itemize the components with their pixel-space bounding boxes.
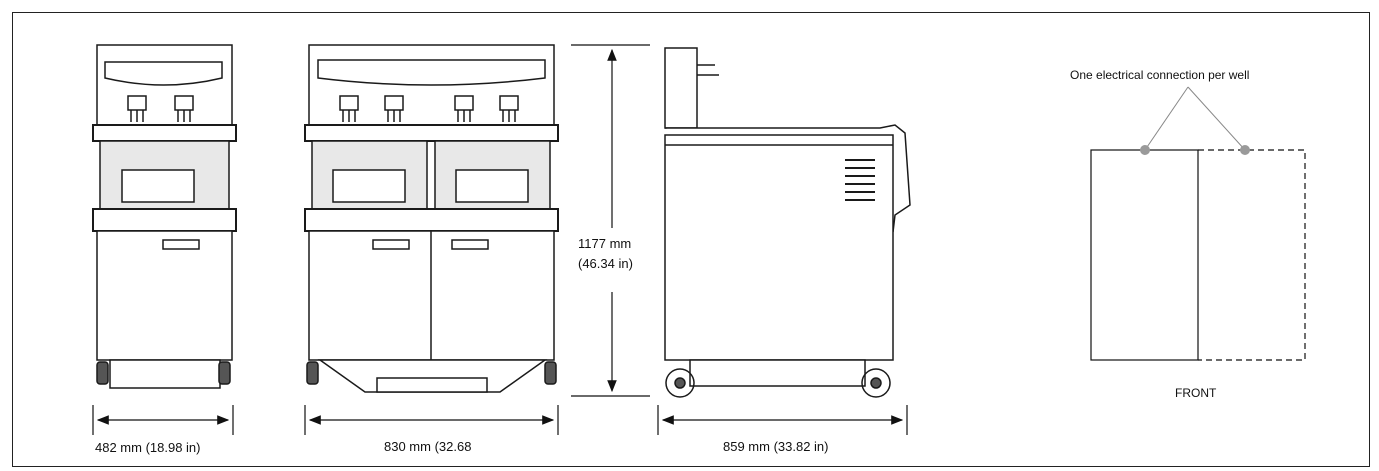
leader-line-left bbox=[1144, 86, 1189, 151]
figure-frame bbox=[12, 12, 1370, 467]
well-outline-solid bbox=[1090, 149, 1199, 361]
double-well-fryer bbox=[304, 44, 559, 393]
height-dimension bbox=[571, 44, 650, 397]
electrical-schematic bbox=[1090, 86, 1306, 361]
side-view-fryer bbox=[664, 47, 911, 398]
well-outline-dashed bbox=[1198, 149, 1306, 361]
front-label: FRONT bbox=[1175, 386, 1217, 400]
height-mm-label: 1177 mm bbox=[578, 236, 632, 251]
leader-line-right bbox=[1187, 86, 1246, 151]
connection-point-right bbox=[1240, 145, 1250, 155]
electrical-annotation: One electrical connection per well bbox=[1070, 68, 1250, 82]
depth-label: 859 mm (33.82 in) bbox=[723, 439, 829, 454]
single-width-label: 482 mm (18.98 in) bbox=[95, 440, 201, 455]
double-width-label: 830 mm (32.68 bbox=[384, 439, 472, 454]
width-dimension-lines bbox=[92, 405, 908, 435]
height-in-label: (46.34 in) bbox=[578, 256, 633, 271]
single-well-fryer bbox=[92, 44, 237, 389]
connection-point-left bbox=[1140, 145, 1150, 155]
